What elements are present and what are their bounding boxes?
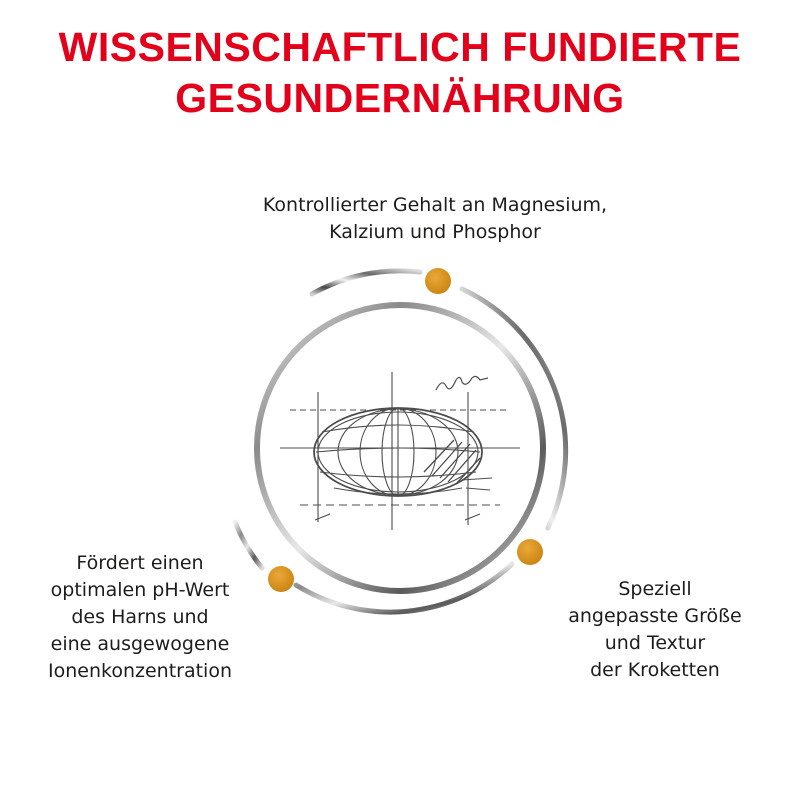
benefit-mineral-content: Kontrollierter Gehalt an Magnesium, Kalz…	[200, 192, 670, 246]
outer-ring-arc-right	[459, 286, 569, 531]
headline: WISSENSCHAFTLICH FUNDIERTE GESUNDERNÄHRU…	[0, 22, 800, 124]
benefit-left-line-3: des Harns und	[71, 606, 209, 628]
inner-ring	[254, 302, 546, 594]
benefit-kibble-size: Speziell angepasste Größe und Textur der…	[545, 576, 765, 684]
benefit-right-line-3: und Textur	[604, 632, 706, 654]
benefit-top-line-1: Kontrollierter Gehalt an Magnesium,	[262, 194, 608, 216]
benefit-left-line-1: Fördert einen	[76, 552, 204, 574]
kibble-sketch-illustration	[280, 372, 520, 530]
benefit-right-line-1: Speziell	[618, 578, 692, 600]
benefit-dot-top	[425, 268, 451, 294]
outer-ring-arc-left	[232, 519, 265, 571]
benefit-urine-ph: Fördert einen optimalen pH-Wert des Harn…	[20, 550, 260, 685]
outer-ring-arc-bottom	[293, 561, 515, 615]
benefit-right-line-2: angepasste Größe	[568, 605, 742, 627]
headline-line-2: GESUNDERNÄHRUNG	[175, 75, 625, 121]
benefit-left-line-4: eine ausgewogene	[50, 633, 230, 655]
benefit-dot-left	[268, 566, 294, 592]
benefit-top-line-2: Kalzium und Phosphor	[329, 221, 541, 243]
outer-ring-arc-top-left	[309, 268, 423, 297]
benefit-left-line-5: Ionenkonzentration	[48, 660, 232, 682]
sketch-signature	[435, 375, 489, 391]
headline-line-1: WISSENSCHAFTLICH FUNDIERTE	[58, 24, 742, 70]
benefit-right-line-4: der Kroketten	[590, 659, 720, 681]
benefit-left-line-2: optimalen pH-Wert	[50, 579, 230, 601]
benefit-dot-right	[517, 539, 543, 565]
